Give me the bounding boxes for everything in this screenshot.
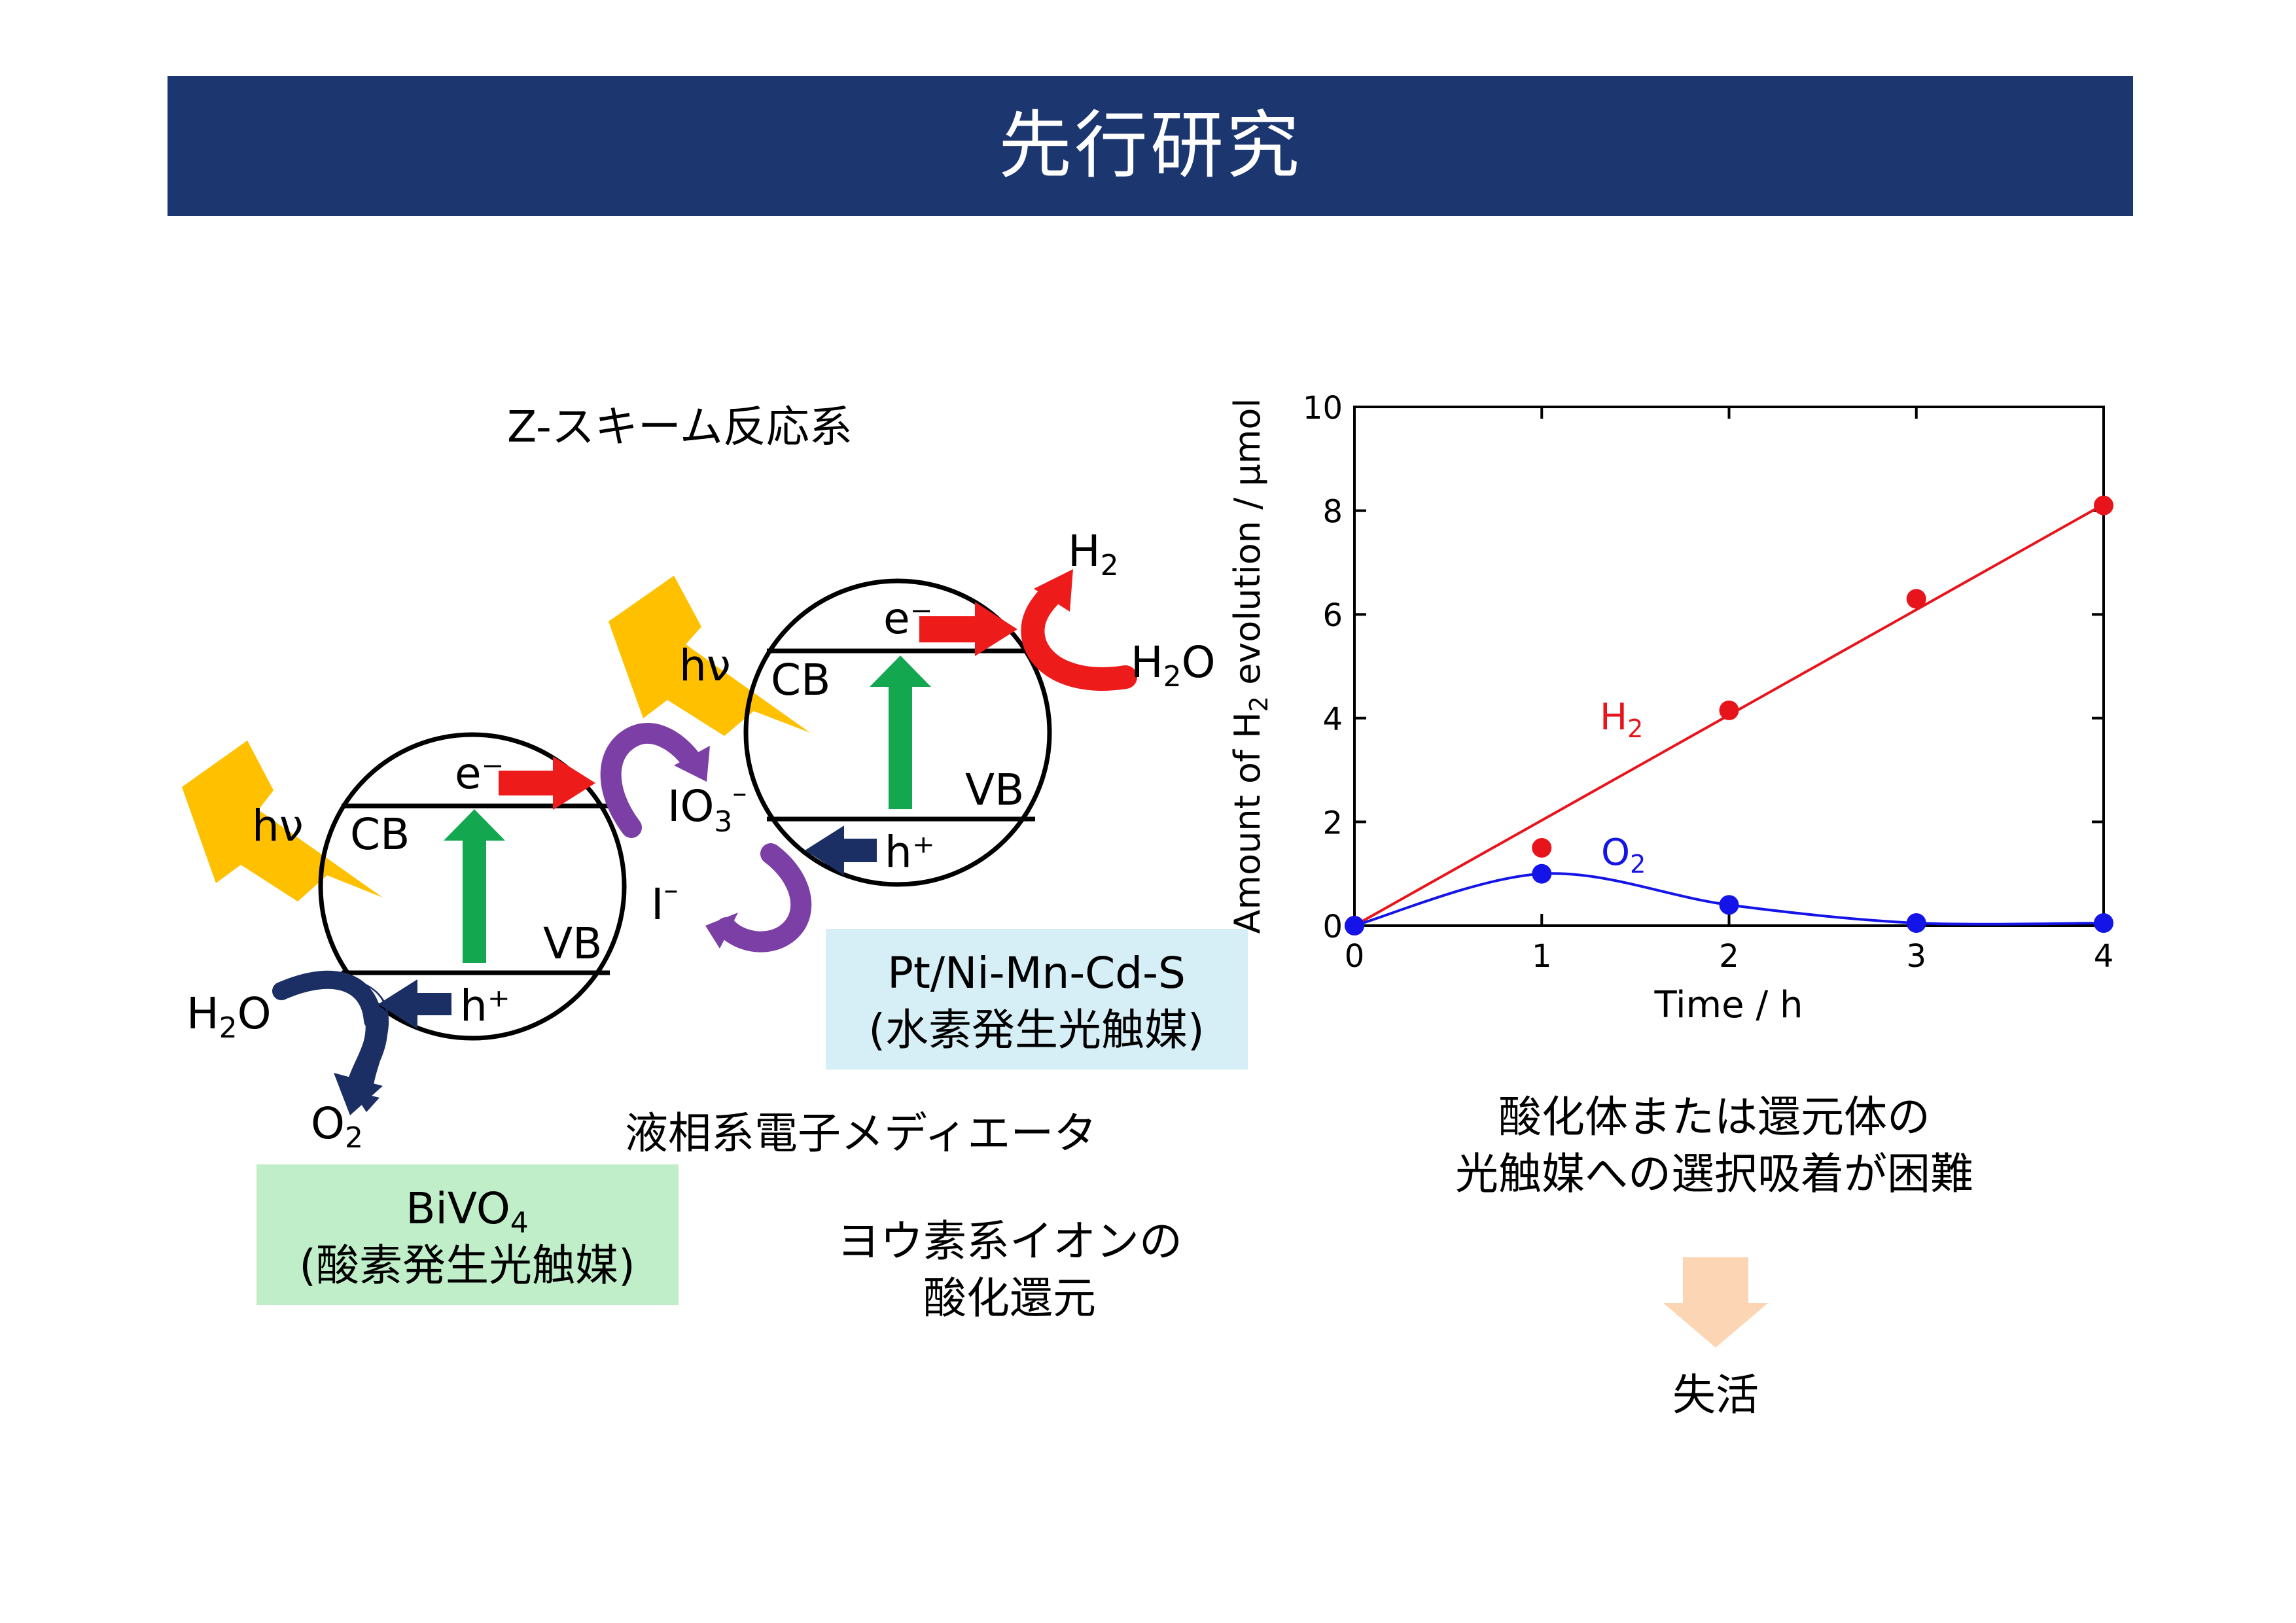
y-axis: 0 2 4 6 8 10 bbox=[1303, 390, 2104, 945]
left-hole-label: h⁺ bbox=[460, 981, 510, 1031]
left-electron-arrow bbox=[499, 756, 595, 810]
left-vb-label: VB bbox=[543, 918, 602, 969]
down-arrow-icon bbox=[1663, 1257, 1768, 1348]
title-bar: 先行研究 bbox=[168, 76, 2133, 216]
left-excitation-arrow bbox=[444, 809, 505, 963]
left-water-oxidation-arrow bbox=[287, 978, 389, 1112]
data-point-h2 bbox=[2094, 495, 2113, 515]
iodide-label: I– bbox=[651, 873, 678, 930]
h2-evolution-chart: 0 2 4 6 8 10 0 1 2 3 4 Time / h Amount of H2 evol… bbox=[1227, 390, 2113, 1026]
right-light-label: hν bbox=[679, 640, 731, 691]
right-product-hydrogen: H2 bbox=[1068, 526, 1119, 582]
oxygen-catalyst-description: (酸素発生光触媒) bbox=[299, 1240, 635, 1291]
data-point-o2 bbox=[1532, 864, 1552, 884]
left-hole-arrow bbox=[378, 979, 451, 1029]
x-tick-label: 1 bbox=[1532, 938, 1552, 975]
data-point-o2 bbox=[2094, 913, 2113, 934]
y-tick-label: 4 bbox=[1322, 701, 1343, 738]
right-water-reduction-arrow bbox=[1021, 580, 1137, 691]
scheme-title: Z-スキーム反応系 bbox=[507, 402, 853, 452]
x-tick-label: 3 bbox=[1906, 938, 1926, 975]
right-hole-arrow bbox=[805, 826, 877, 875]
left-cb-label: CB bbox=[350, 809, 410, 860]
x-tick-label: 2 bbox=[1719, 938, 1739, 975]
left-particle-circle bbox=[318, 732, 627, 1041]
series-layer bbox=[1345, 495, 2113, 935]
hydrogen-catalyst-description: (水素発生光触媒) bbox=[868, 1005, 1205, 1055]
left-product-oxygen: O2 bbox=[311, 1098, 363, 1155]
y-tick-label: 0 bbox=[1322, 909, 1343, 945]
oxygen-catalyst-name: BiVO4 bbox=[406, 1183, 529, 1240]
conclusion-line2: 光触媒への選択吸着が困難 bbox=[1455, 1149, 1973, 1199]
y-tick-label: 6 bbox=[1322, 597, 1343, 634]
page-title: 先行研究 bbox=[998, 103, 1302, 188]
lightning-icon bbox=[182, 741, 383, 901]
right-cb-label: CB bbox=[771, 655, 830, 705]
mediator-cycle: IO3– I– bbox=[600, 722, 812, 952]
right-hole-label: h⁺ bbox=[885, 827, 935, 877]
x-tick-label: 0 bbox=[1345, 938, 1365, 975]
result-label: 失活 bbox=[1672, 1370, 1759, 1420]
left-particle: hν CB VB e⁻ h⁺ H2O O2 bbox=[182, 732, 627, 1155]
data-point-h2 bbox=[1906, 589, 1926, 609]
y-tick-label: 2 bbox=[1322, 805, 1343, 841]
left-light-label: hν bbox=[252, 801, 304, 851]
y-tick-label: 10 bbox=[1303, 390, 1343, 427]
left-reactant-water: H2O bbox=[186, 988, 272, 1045]
iodate-label: IO3– bbox=[667, 777, 747, 839]
iodine-label-line2: 酸化還元 bbox=[923, 1273, 1096, 1323]
iodine-label-line1: ヨウ素系イオンの bbox=[837, 1216, 1182, 1266]
data-point-o2 bbox=[1345, 916, 1364, 935]
conclusion-line1: 酸化体または還元体の bbox=[1498, 1092, 1930, 1142]
right-particle: hν CB VB e⁻ h⁺ H2 H2O bbox=[609, 526, 1216, 887]
right-particle-circle bbox=[743, 578, 1052, 887]
data-point-h2 bbox=[1719, 700, 1739, 720]
oxygen-catalyst-box bbox=[256, 1164, 679, 1305]
data-point-o2 bbox=[1719, 895, 1739, 915]
lightning-icon bbox=[609, 576, 810, 736]
mediator-label: 液相系電子メディエータ bbox=[625, 1108, 1097, 1159]
data-point-h2 bbox=[1532, 838, 1552, 858]
right-vb-label: VB bbox=[965, 765, 1024, 815]
iodate-reduction-arrow bbox=[716, 843, 812, 952]
x-axis: 0 1 2 3 4 bbox=[1345, 407, 2114, 975]
hydrogen-catalyst-name: Pt/Ni-Mn-Cd-S bbox=[887, 948, 1186, 998]
hydrogen-catalyst-box bbox=[826, 929, 1248, 1070]
iodide-oxidation-arrow bbox=[600, 722, 701, 838]
data-point-o2 bbox=[1906, 913, 1926, 934]
x-tick-label: 4 bbox=[2094, 938, 2114, 975]
right-electron-arrow bbox=[919, 602, 1017, 656]
plot-frame bbox=[1353, 406, 2105, 927]
left-electron-label: e⁻ bbox=[455, 748, 504, 799]
series-label-o2: O2 bbox=[1601, 831, 1646, 879]
x-axis-label: Time / h bbox=[1653, 984, 1803, 1026]
right-excitation-arrow bbox=[870, 655, 931, 809]
right-reactant-water: H2O bbox=[1131, 637, 1216, 693]
y-axis-label: Amount of H2 evolution / μmol bbox=[1227, 398, 1273, 934]
y-tick-label: 8 bbox=[1322, 494, 1343, 531]
series-label-h2: H2 bbox=[1600, 696, 1643, 743]
